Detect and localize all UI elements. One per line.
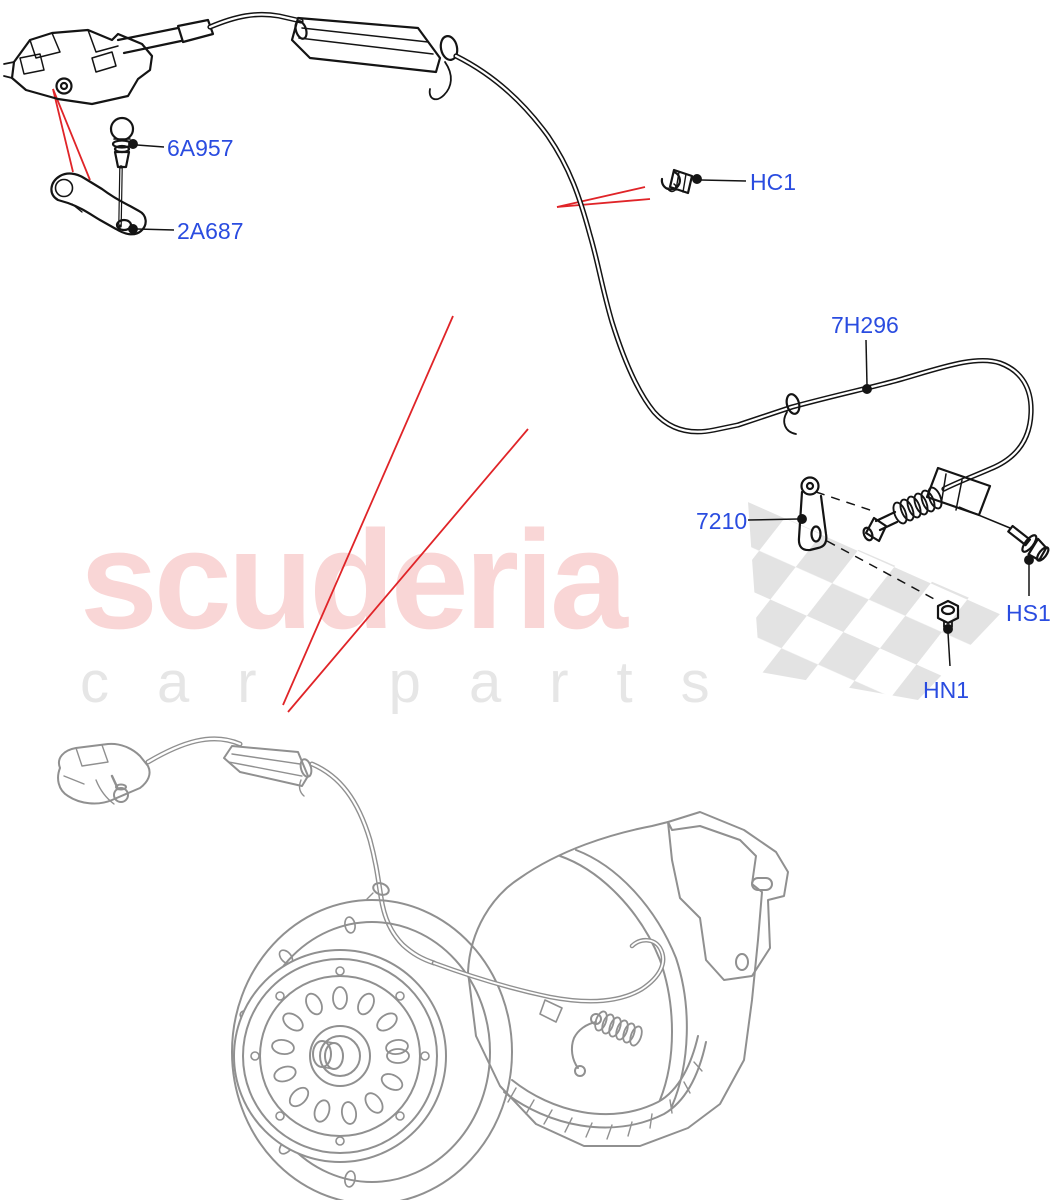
callout-line: [282, 315, 454, 706]
leader-dot: [128, 139, 138, 149]
part-label-HC1[interactable]: HC1: [750, 169, 796, 195]
callout-line: [52, 88, 74, 173]
assembly-dash-lines: [815, 491, 1011, 601]
leader-dot: [128, 224, 138, 234]
leader-dot: [943, 624, 953, 634]
callout-line: [52, 88, 91, 181]
part-label-HS1[interactable]: HS1: [1006, 600, 1051, 626]
installed-view-art: [57, 736, 789, 1200]
part-label-7210[interactable]: 7210: [696, 508, 747, 534]
leader-dot: [797, 514, 807, 524]
leader-dot: [1024, 555, 1034, 565]
watermark-tagline-text: car parts: [80, 650, 758, 715]
leader-dot: [862, 384, 872, 394]
leader-lines: [128, 139, 1034, 667]
part-label-HN1[interactable]: HN1: [923, 677, 969, 703]
part-labels: 6A957 2A687 HC1 7H296 7210 HS1 HN1: [167, 135, 1051, 703]
callout-line: [556, 186, 646, 208]
red-callout-lines: [52, 88, 651, 713]
part-label-2A687[interactable]: 2A687: [177, 218, 244, 244]
part-label-6A957[interactable]: 6A957: [167, 135, 234, 161]
part-label-7H296[interactable]: 7H296: [831, 312, 899, 338]
callout-line: [287, 428, 529, 713]
leader-dot: [692, 174, 702, 184]
checkered-flag-watermark: [748, 502, 1002, 700]
callout-line: [556, 198, 651, 208]
